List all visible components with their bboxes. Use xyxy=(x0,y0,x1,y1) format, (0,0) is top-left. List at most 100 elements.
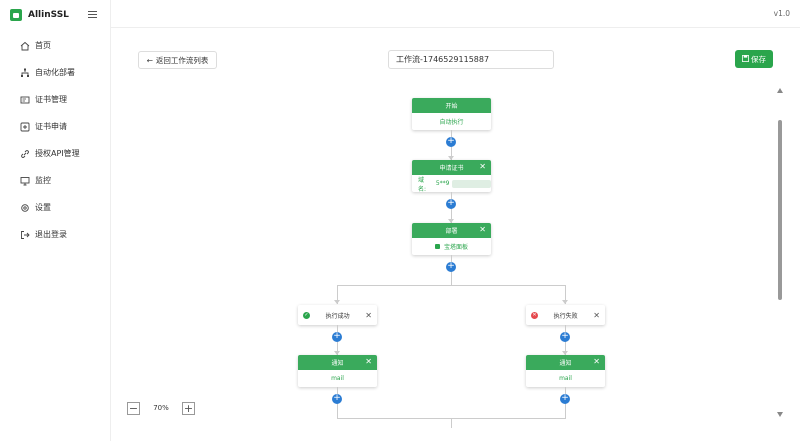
logout-icon xyxy=(19,229,30,240)
sidebar-item-label: 授权API管理 xyxy=(35,149,80,158)
sidebar-item-label: 首页 xyxy=(35,41,51,50)
zoom-in-button[interactable]: + xyxy=(182,401,195,415)
gear-icon xyxy=(19,202,30,213)
close-icon[interactable]: ✕ xyxy=(365,310,372,320)
notify-failure-node[interactable]: 通知 ✕ mail xyxy=(526,355,605,387)
sidebar-item-monitor[interactable]: 监控 xyxy=(0,167,110,194)
brand: AllinSSL xyxy=(10,8,69,22)
node-body: 宝塔面板 xyxy=(412,238,491,255)
baota-icon xyxy=(434,244,440,249)
sidebar-item-label: 自动化部署 xyxy=(35,68,75,77)
home-icon xyxy=(19,40,30,51)
deploy-node[interactable]: 部署 ✕ 宝塔面板 xyxy=(412,223,491,255)
sidebar-item-logout[interactable]: 退出登录 xyxy=(0,221,110,248)
add-node-icon[interactable]: + xyxy=(332,393,342,404)
version-label: v1.0 xyxy=(773,9,790,18)
sidebar-menu: 首页 自动化部署 证书管理 证书申请 授权API管理 监控 设置 退出登录 xyxy=(0,32,110,248)
monitor-icon xyxy=(19,175,30,186)
node-title: 通知 xyxy=(331,360,344,367)
back-label: 返回工作流列表 xyxy=(155,55,209,65)
notify-success-node[interactable]: 通知 ✕ mail xyxy=(298,355,377,387)
node-title: 申请证书 xyxy=(439,165,464,172)
node-header: 通知 ✕ xyxy=(526,355,605,370)
back-to-list-button[interactable]: ← 返回工作流列表 xyxy=(138,51,217,69)
node-body: mail xyxy=(331,375,344,382)
branch-label: 执行失败 xyxy=(553,312,578,320)
connector-line xyxy=(337,285,338,304)
connector-arrow xyxy=(448,156,454,160)
add-node-icon[interactable]: + xyxy=(560,393,570,404)
branch-label: 执行成功 xyxy=(325,312,350,320)
scroll-up-icon[interactable] xyxy=(777,88,783,93)
sidebar-item-label: 监控 xyxy=(35,176,51,185)
connector-arrow xyxy=(562,300,568,304)
node-title: 开始 xyxy=(445,103,458,110)
node-header: 部署 ✕ xyxy=(412,223,491,238)
connector-arrow xyxy=(334,351,340,355)
zoom-out-button[interactable]: − xyxy=(127,401,140,415)
scroll-down-icon[interactable] xyxy=(777,412,783,417)
add-box-icon xyxy=(19,121,30,132)
save-icon xyxy=(742,54,749,64)
sidebar-item-cert-apply[interactable]: 证书申请 xyxy=(0,113,110,140)
node-body: 域名: 5**9 xyxy=(412,175,491,193)
success-branch-node[interactable]: ✓ 执行成功 ✕ xyxy=(298,305,377,325)
connector-arrow xyxy=(448,219,454,223)
logo-icon xyxy=(10,9,22,21)
apply-cert-node[interactable]: 申请证书 ✕ 域名: 5**9 xyxy=(412,160,491,193)
node-header: 通知 ✕ xyxy=(298,355,377,370)
sidebar-item-auto-deploy[interactable]: 自动化部署 xyxy=(0,59,110,86)
domain-label: 域名: xyxy=(418,176,427,193)
start-node[interactable]: 开始 自动执行 xyxy=(412,98,491,130)
save-button[interactable]: 保存 xyxy=(735,50,773,68)
add-node-icon[interactable]: + xyxy=(446,136,456,147)
sidebar-item-home[interactable]: 首页 xyxy=(0,32,110,59)
branch-line xyxy=(337,285,566,286)
node-title: 部署 xyxy=(445,228,458,235)
node-header: 开始 xyxy=(412,98,491,113)
close-icon[interactable]: ✕ xyxy=(365,357,372,366)
connector-arrow xyxy=(562,351,568,355)
arrow-left-icon: ← xyxy=(146,55,153,65)
close-icon[interactable]: ✕ xyxy=(593,357,600,366)
sidebar-item-settings[interactable]: 设置 xyxy=(0,194,110,221)
scrollbar-thumb[interactable] xyxy=(778,120,782,300)
sidebar: AllinSSL 首页 自动化部署 证书管理 证书申请 授权API管理 监控 xyxy=(0,0,111,441)
sidebar-item-label: 证书管理 xyxy=(35,95,67,104)
top-bar: v1.0 xyxy=(111,0,800,28)
connector-line xyxy=(451,418,452,428)
node-body: mail xyxy=(559,375,572,382)
sidebar-item-label: 设置 xyxy=(35,203,51,212)
save-label: 保存 xyxy=(751,54,766,64)
add-node-icon[interactable]: + xyxy=(560,331,570,342)
certificate-icon xyxy=(19,94,30,105)
blurred-domain xyxy=(451,179,491,188)
workflow-icon xyxy=(19,67,30,78)
node-title: 通知 xyxy=(559,360,572,367)
node-header: 申请证书 ✕ xyxy=(412,160,491,175)
deploy-target: 宝塔面板 xyxy=(443,244,468,251)
sidebar-item-label: 退出登录 xyxy=(35,230,67,239)
close-icon[interactable]: ✕ xyxy=(479,225,486,234)
connector-line xyxy=(565,285,566,304)
sidebar-item-api-manage[interactable]: 授权API管理 xyxy=(0,140,110,167)
link-icon xyxy=(19,148,30,159)
error-circle-icon: ✕ xyxy=(531,311,538,319)
close-icon[interactable]: ✕ xyxy=(593,310,600,320)
connector-arrow xyxy=(334,300,340,304)
close-icon[interactable]: ✕ xyxy=(479,162,486,171)
add-node-icon[interactable]: + xyxy=(446,261,456,272)
zoom-value: 70% xyxy=(153,404,169,412)
check-circle-icon: ✓ xyxy=(303,311,310,319)
failure-branch-node[interactable]: ✕ 执行失败 ✕ xyxy=(526,305,605,325)
zoom-control: − 70% + xyxy=(127,401,195,415)
node-body: 自动执行 xyxy=(439,119,464,126)
add-node-icon[interactable]: + xyxy=(332,331,342,342)
add-node-icon[interactable]: + xyxy=(446,198,456,209)
domain-value: 5**9 xyxy=(435,180,450,187)
workflow-name-input[interactable] xyxy=(388,50,554,69)
collapse-menu-icon[interactable] xyxy=(88,8,100,20)
sidebar-item-cert-manage[interactable]: 证书管理 xyxy=(0,86,110,113)
sidebar-item-label: 证书申请 xyxy=(35,122,67,131)
app-name: AllinSSL xyxy=(28,10,69,20)
